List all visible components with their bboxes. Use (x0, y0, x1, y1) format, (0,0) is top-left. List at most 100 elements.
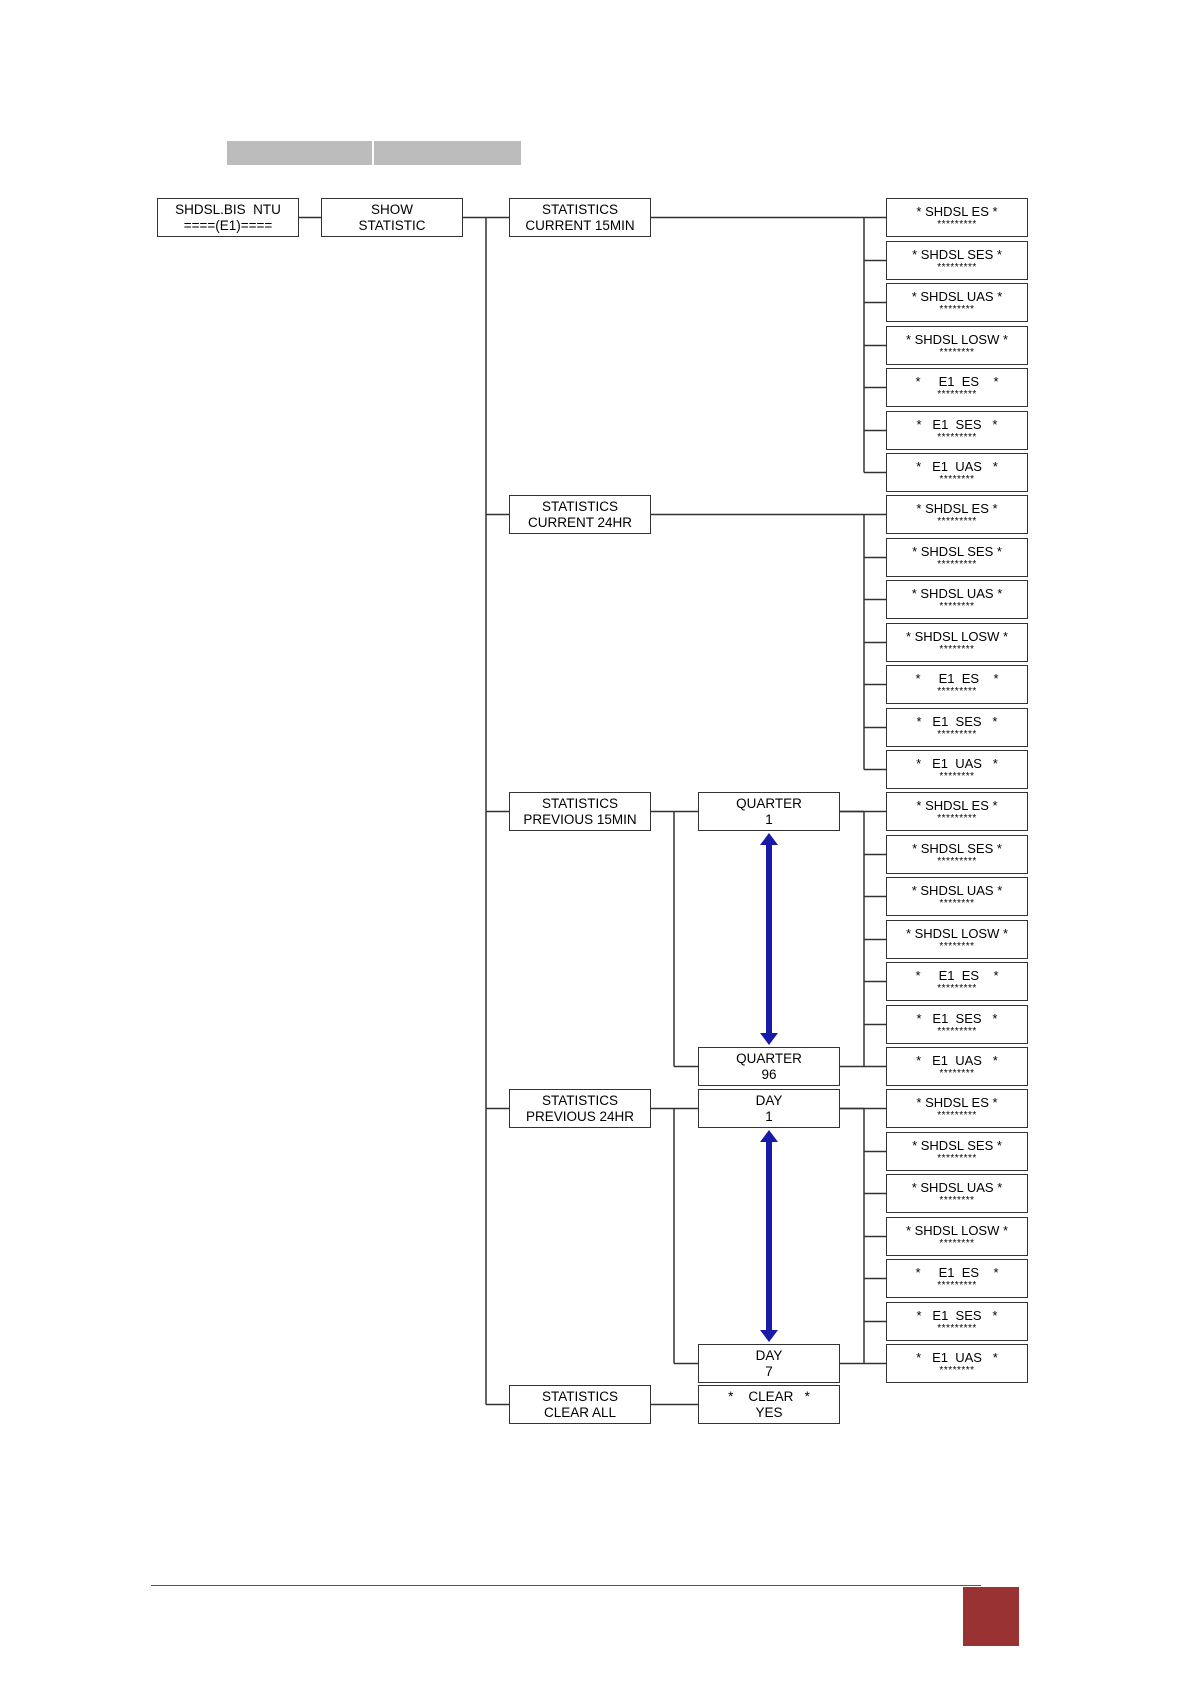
counter-2-6: * E1 SES ********** (886, 708, 1028, 747)
counter-3-6-line2: ********* (937, 1026, 977, 1037)
counter-1-1-line1: * SHDSL ES * (916, 204, 998, 219)
counter-1-7-line1: * E1 UAS * (916, 459, 998, 474)
selector-clear-yes-line1: * CLEAR * (728, 1388, 810, 1404)
counter-1-4: * SHDSL LOSW ********* (886, 326, 1028, 365)
counter-3-2-line1: * SHDSL SES * (912, 841, 1002, 856)
range-arrow (760, 833, 778, 1045)
selector-clear-yes: * CLEAR *YES (698, 1385, 840, 1424)
section-2-line1: STATISTICS (541, 498, 618, 514)
page-tab (963, 1587, 1019, 1646)
show-node-line1: SHOW (371, 201, 413, 217)
counter-3-3-line2: ******** (939, 898, 975, 909)
show-statistic-node: SHOW STATISTIC (321, 198, 463, 237)
counter-3-3-line1: * SHDSL UAS * (911, 883, 1003, 898)
selector-day-7-line1: DAY (755, 1347, 783, 1363)
counter-4-4-line1: * SHDSL LOSW * (905, 1223, 1009, 1238)
counter-1-6: * E1 SES ********** (886, 411, 1028, 450)
counter-1-6-line2: ********* (937, 432, 977, 443)
selector-quarter-96-line2: 96 (761, 1066, 777, 1082)
selector-day-7-line2: 7 (765, 1363, 773, 1379)
counter-1-7-line2: ******** (939, 474, 975, 485)
counter-2-5-line2: ********* (937, 686, 977, 697)
counter-2-7-line2: ******** (939, 771, 975, 782)
counter-4-2: * SHDSL SES ********** (886, 1132, 1028, 1171)
counter-2-5-line1: * E1 ES * (915, 671, 999, 686)
counter-4-5-line1: * E1 ES * (915, 1265, 999, 1280)
counter-2-2-line2: ********* (937, 559, 977, 570)
counter-4-1-line2: ********* (937, 1110, 977, 1121)
selector-quarter-96-line1: QUARTER (736, 1050, 802, 1066)
counter-4-4-line2: ******** (939, 1238, 975, 1249)
section-5-line1: STATISTICS (541, 1388, 618, 1404)
counter-4-7: * E1 UAS ********* (886, 1344, 1028, 1383)
counter-3-5: * E1 ES ********** (886, 962, 1028, 1001)
counter-1-7: * E1 UAS ********* (886, 453, 1028, 492)
counter-3-1-line2: ********* (937, 813, 977, 824)
counter-4-6-line2: ********* (937, 1323, 977, 1334)
counter-4-2-line1: * SHDSL SES * (912, 1138, 1002, 1153)
counter-1-4-line1: * SHDSL LOSW * (905, 332, 1009, 347)
counter-1-2-line2: ********* (937, 262, 977, 273)
section-3-line1: STATISTICS (541, 795, 618, 811)
counter-4-7-line1: * E1 UAS * (916, 1350, 998, 1365)
counter-3-1: * SHDSL ES ********** (886, 792, 1028, 831)
counter-4-3-line2: ******** (939, 1195, 975, 1206)
section-5-line2: CLEAR ALL (543, 1404, 617, 1420)
selector-quarter-1-line1: QUARTER (736, 795, 802, 811)
counter-3-4-line2: ******** (939, 941, 975, 952)
counter-4-6: * E1 SES ********** (886, 1302, 1028, 1341)
counter-2-3-line2: ******** (939, 601, 975, 612)
counter-2-3: * SHDSL UAS ********* (886, 580, 1028, 619)
range-arrow (760, 1130, 778, 1342)
counter-4-3: * SHDSL UAS ********* (886, 1174, 1028, 1213)
counter-2-2: * SHDSL SES ********** (886, 538, 1028, 577)
counter-1-1-line2: ********* (937, 219, 977, 230)
counter-4-7-line2: ******** (939, 1365, 975, 1376)
counter-3-6: * E1 SES ********** (886, 1005, 1028, 1044)
header-bar-right (374, 141, 521, 165)
counter-2-2-line1: * SHDSL SES * (912, 544, 1002, 559)
counter-1-3-line2: ******** (939, 304, 975, 315)
counter-4-3-line1: * SHDSL UAS * (911, 1180, 1003, 1195)
root-node-line2: ====(E1)==== (183, 217, 273, 233)
section-2-line2: CURRENT 24HR (527, 514, 633, 530)
counter-3-7-line2: ******** (939, 1068, 975, 1079)
header-bar-left (227, 141, 372, 165)
counter-4-1: * SHDSL ES ********** (886, 1089, 1028, 1128)
counter-2-1-line1: * SHDSL ES * (916, 501, 998, 516)
counter-1-2: * SHDSL SES ********** (886, 241, 1028, 280)
counter-4-2-line2: ********* (937, 1153, 977, 1164)
counter-4-5: * E1 ES ********** (886, 1259, 1028, 1298)
counter-2-6-line1: * E1 SES * (916, 714, 998, 729)
counter-2-7: * E1 UAS ********* (886, 750, 1028, 789)
counter-2-4: * SHDSL LOSW ********* (886, 623, 1028, 662)
counter-2-3-line1: * SHDSL UAS * (911, 586, 1003, 601)
counter-1-5-line2: ********* (937, 389, 977, 400)
counter-3-3: * SHDSL UAS ********* (886, 877, 1028, 916)
section-1-line1: STATISTICS (541, 201, 618, 217)
counter-3-4: * SHDSL LOSW ********* (886, 920, 1028, 959)
selector-day-1-line1: DAY (755, 1092, 783, 1108)
selector-day-1-line2: 1 (765, 1108, 773, 1124)
counter-2-5: * E1 ES ********** (886, 665, 1028, 704)
selector-clear-yes-line2: YES (755, 1404, 783, 1420)
root-node: SHDSL.BIS NTU ====(E1)==== (157, 198, 299, 237)
footer-rule (151, 1585, 981, 1586)
counter-2-4-line1: * SHDSL LOSW * (905, 629, 1009, 644)
counter-3-6-line1: * E1 SES * (916, 1011, 998, 1026)
counter-3-7-line1: * E1 UAS * (916, 1053, 998, 1068)
counter-3-2: * SHDSL SES ********** (886, 835, 1028, 874)
counter-1-6-line1: * E1 SES * (916, 417, 998, 432)
counter-3-4-line1: * SHDSL LOSW * (905, 926, 1009, 941)
section-4-line1: STATISTICS (541, 1092, 618, 1108)
section-3-line2: PREVIOUS 15MIN (523, 811, 637, 827)
counter-4-6-line1: * E1 SES * (916, 1308, 998, 1323)
counter-2-1: * SHDSL ES ********** (886, 495, 1028, 534)
counter-4-4: * SHDSL LOSW ********* (886, 1217, 1028, 1256)
